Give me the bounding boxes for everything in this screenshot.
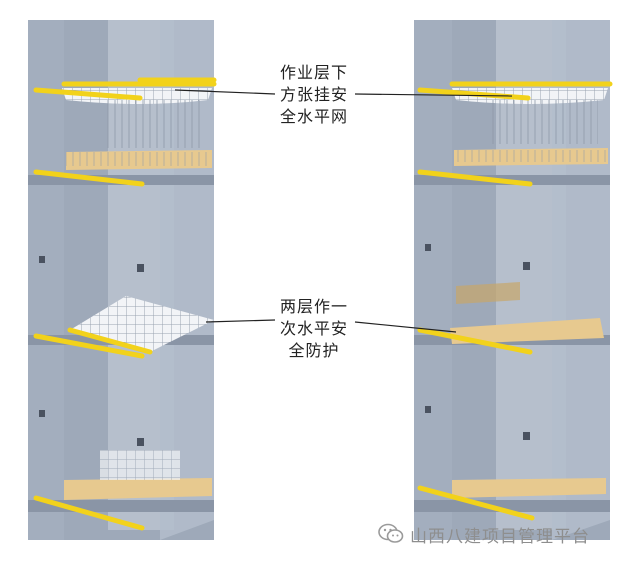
right-lower-board bbox=[456, 282, 520, 304]
right-railing-middle bbox=[417, 327, 533, 355]
left-shaft-right-column bbox=[160, 20, 214, 540]
callout-leader-lines bbox=[174, 89, 513, 333]
left-shaft-hole bbox=[137, 264, 144, 272]
callout-line: 两层作一 bbox=[279, 297, 348, 316]
callout-line: 作业层下 bbox=[279, 63, 348, 82]
right-railing-bottom bbox=[417, 485, 535, 521]
callout-line: 次水平安 bbox=[279, 319, 348, 338]
right-middle-board bbox=[450, 318, 604, 344]
left-railing-bottom bbox=[33, 495, 145, 531]
right-shaft-hole bbox=[425, 406, 431, 413]
callout-line: 全防护 bbox=[288, 341, 340, 360]
watermark: 山西八建项目管理平台 bbox=[378, 520, 590, 548]
callout-middle-net: 两层作一 次水平安 全防护 bbox=[272, 296, 356, 362]
watermark-text: 山西八建项目管理平台 bbox=[410, 526, 590, 547]
left-railing-upper bbox=[33, 169, 145, 187]
left-railing-top bbox=[33, 77, 217, 101]
leader-top-left bbox=[174, 89, 276, 95]
right-shaft bbox=[414, 20, 613, 540]
right-shaft-hole bbox=[523, 432, 530, 440]
leader-top-right bbox=[354, 93, 513, 97]
left-shaft-hole bbox=[137, 438, 144, 446]
callout-line: 全水平网 bbox=[279, 107, 348, 126]
left-shaft-hole bbox=[39, 256, 45, 263]
right-railing-top bbox=[417, 81, 613, 101]
callout-top-net: 作业层下 方张挂安 全水平网 bbox=[272, 62, 356, 128]
leader-middle-left bbox=[205, 319, 276, 323]
right-shaft-hole bbox=[425, 244, 431, 251]
right-shaft-slab-3 bbox=[414, 500, 610, 512]
left-shaft-left-column bbox=[28, 20, 64, 540]
left-railing-middle bbox=[33, 327, 153, 359]
left-shaft bbox=[28, 20, 217, 540]
left-bottom-board bbox=[64, 478, 212, 500]
right-shaft-left-column bbox=[414, 20, 452, 540]
callout-line: 方张挂安 bbox=[279, 85, 348, 104]
right-bottom-board bbox=[452, 478, 606, 498]
wechat-icon bbox=[378, 523, 404, 543]
left-shaft-hole bbox=[39, 410, 45, 417]
right-top-safety-net bbox=[452, 88, 608, 144]
right-shaft-hole bbox=[523, 262, 530, 270]
leader-middle-right bbox=[354, 321, 457, 333]
right-railing-upper bbox=[417, 169, 533, 187]
